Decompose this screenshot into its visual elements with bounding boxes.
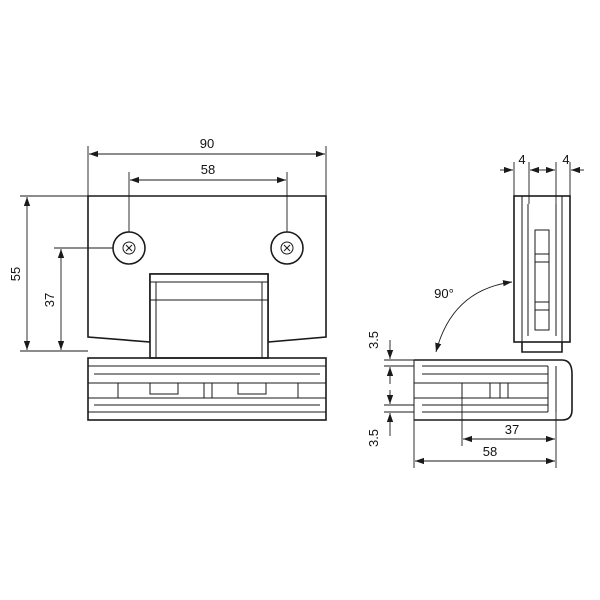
front-view: 90 58 55 37 — [8, 136, 327, 421]
dimension-hole-spacing: 58 — [128, 162, 288, 232]
glass-clamp — [87, 357, 327, 421]
hole-height-label: 37 — [42, 293, 57, 307]
screw-hole-right — [270, 231, 304, 265]
angle-label: 90° — [434, 286, 454, 301]
side-view: 4 4 90° 3.5 3.5 37 — [366, 152, 584, 468]
dimension-height: 55 — [8, 195, 88, 352]
dimension-width: 90 — [87, 136, 327, 196]
dimension-hole-height: 37 — [42, 247, 113, 352]
width-label: 90 — [200, 136, 214, 151]
outer-length-label: 58 — [483, 444, 497, 459]
dimension-outer-length: 58 — [413, 420, 557, 468]
screw-hole-left — [112, 231, 146, 265]
vertical-clamp — [513, 195, 571, 353]
height-label: 55 — [8, 267, 23, 281]
hole-spacing-label: 58 — [201, 162, 215, 177]
horizontal-clamp — [413, 359, 573, 421]
dimension-inner-length: 37 — [461, 398, 557, 446]
glass-left-label: 4 — [518, 152, 525, 167]
glass-right-label: 4 — [562, 152, 569, 167]
dimension-angle: 90° — [434, 280, 513, 353]
bottom-gap-label: 3.5 — [366, 429, 381, 447]
top-gap-label: 3.5 — [366, 331, 381, 349]
hinge-knuckle — [149, 273, 269, 359]
dimension-top-gap: 3.5 — [366, 331, 414, 384]
dimension-bottom-gap: 3.5 — [366, 390, 414, 447]
dimension-glass-thickness: 4 4 — [500, 152, 584, 204]
inner-length-label: 37 — [505, 422, 519, 437]
